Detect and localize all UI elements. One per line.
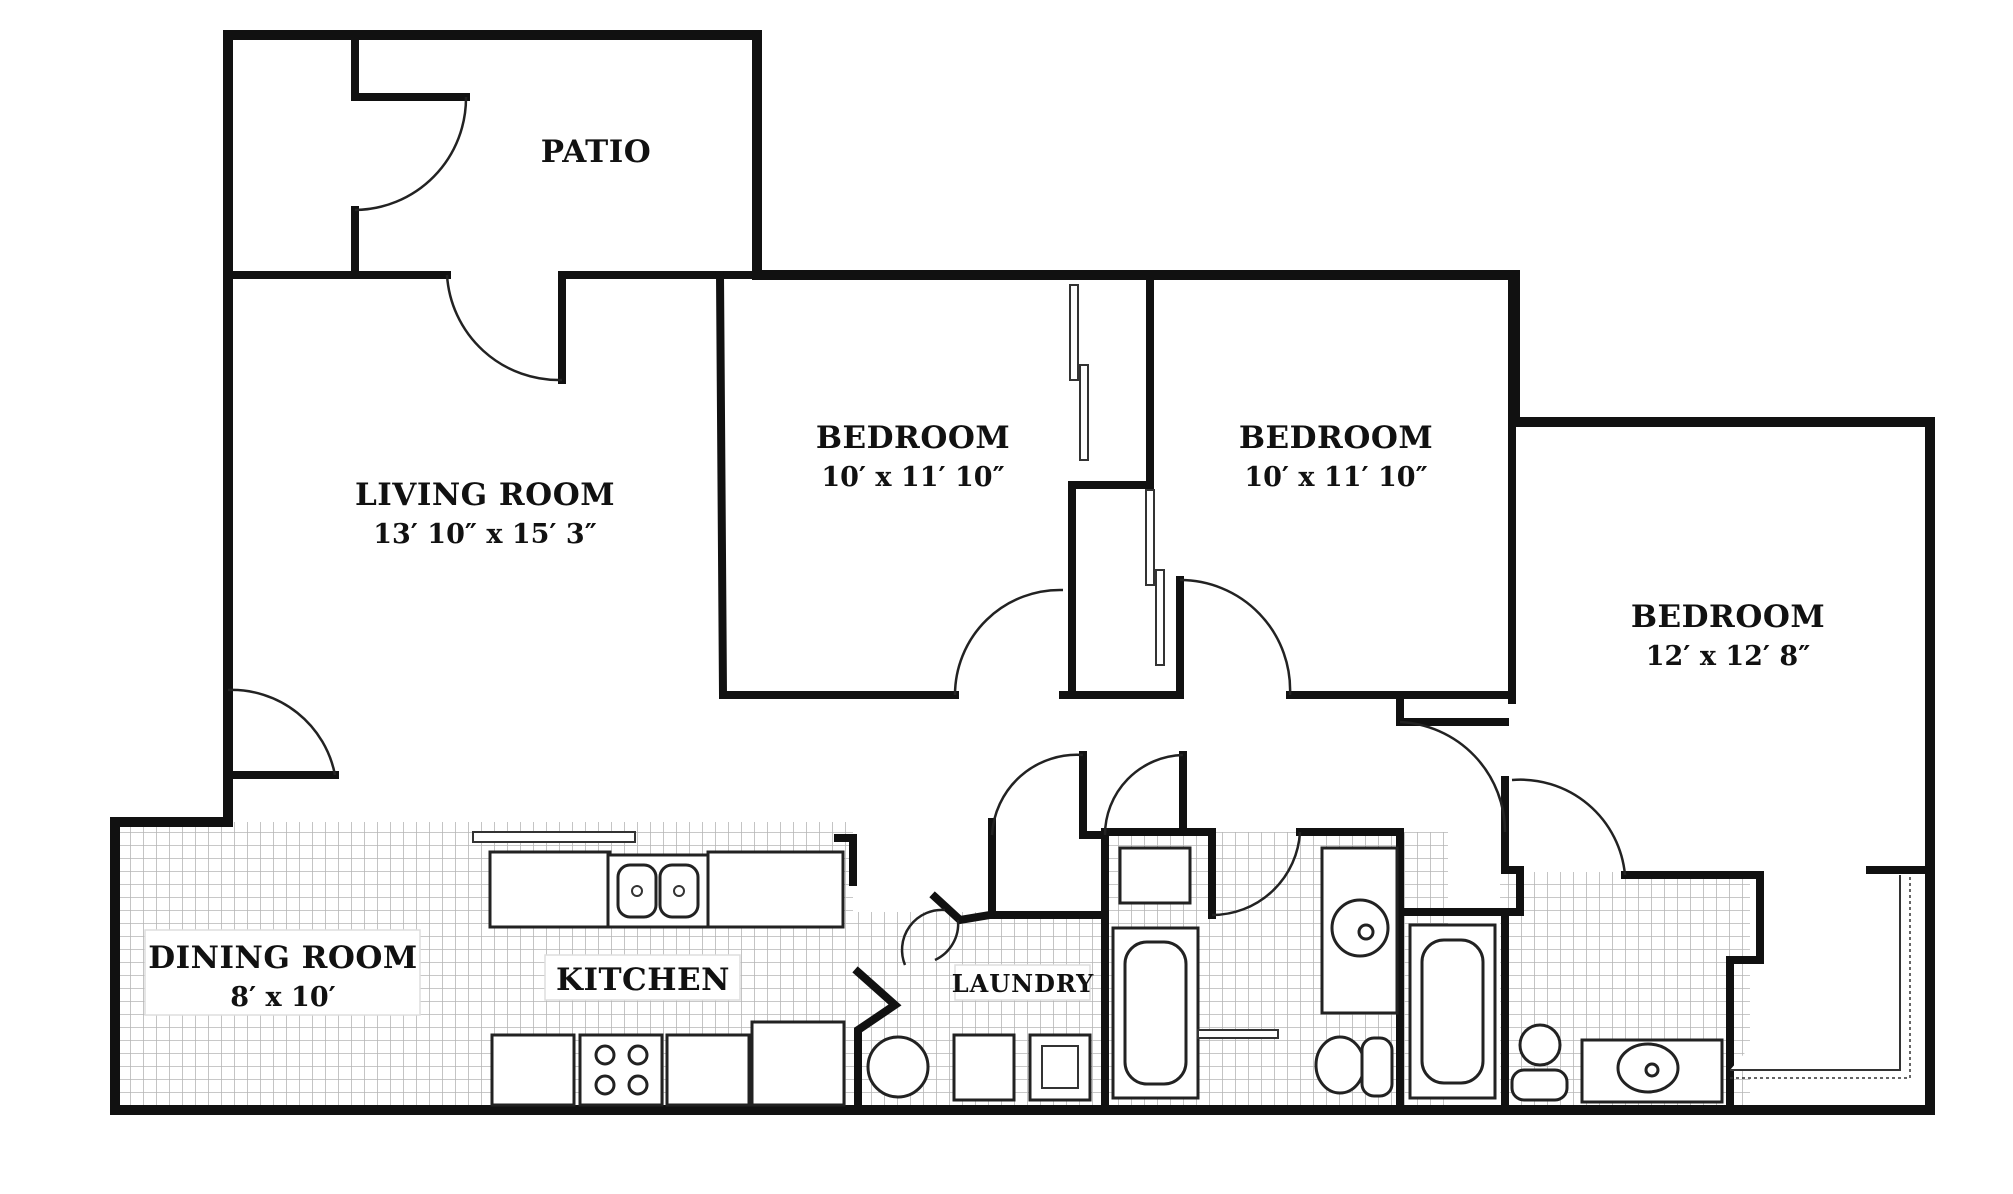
balcony-rail [1730, 875, 1911, 1079]
living-room-dims: 13′ 10″ x 15′ 3″ [373, 519, 597, 550]
interior-walls [224, 31, 1934, 1114]
bedroom2-label: BEDROOM [1239, 420, 1433, 456]
bedroom2-dims: 10′ x 11′ 10″ [1244, 462, 1427, 493]
dining-label-box [144, 929, 421, 1016]
kitchen-label-box [544, 954, 741, 1001]
laundry-label-box [954, 964, 1091, 1001]
living-room-label: LIVING ROOM [355, 477, 615, 513]
bedroom3-dims: 12′ x 12′ 8″ [1646, 641, 1811, 672]
laundry-fixtures [866, 1033, 1092, 1102]
door-swings [227, 96, 1627, 966]
kitchen-fixtures [472, 831, 857, 1107]
dining-room-label: DINING ROOM [148, 940, 417, 976]
dining-room-dims: 8′ x 10′ [230, 982, 336, 1013]
bedroom1-label: BEDROOM [816, 420, 1010, 456]
bath1-fixtures [1111, 846, 1399, 1100]
bath2-fixtures [1408, 923, 1724, 1104]
bedroom1-dims: 10′ x 11′ 10″ [821, 462, 1004, 493]
kitchen-label: KITCHEN [556, 962, 730, 998]
laundry-label: LAUNDRY [952, 969, 1095, 998]
closet-sliding-doors [1069, 284, 1165, 666]
patio-label: PATIO [541, 134, 652, 170]
bedroom3-label: BEDROOM [1631, 599, 1825, 635]
